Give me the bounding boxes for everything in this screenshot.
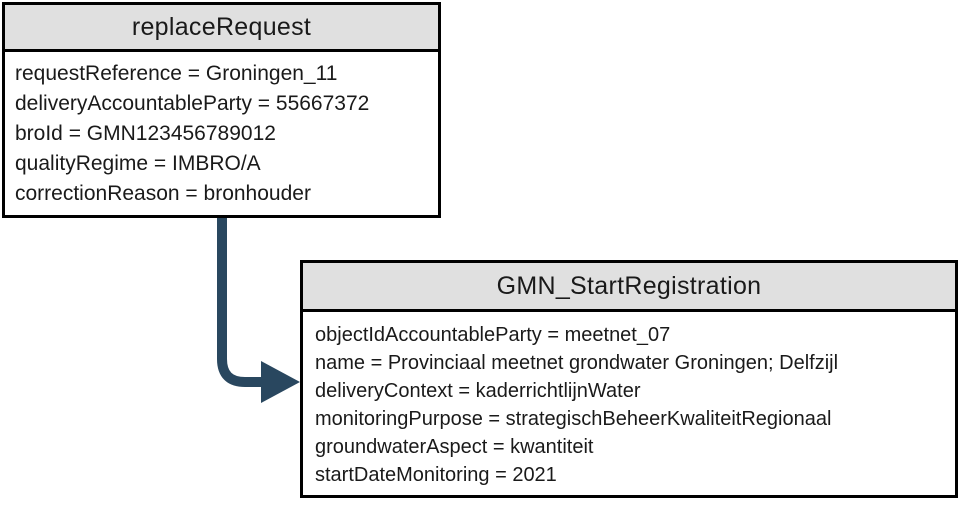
field-monitoring-purpose: monitoringPurpose = strategischBeheerKwa…: [315, 408, 832, 430]
replace-request-title: replaceRequest: [5, 5, 438, 52]
field-correction-reason: correctionReason = bronhouder: [15, 182, 311, 205]
field-delivery-accountable-party: deliveryAccountableParty = 55667372: [15, 92, 370, 115]
field-groundwater-aspect: groundwaterAspect = kwantiteit: [315, 436, 594, 458]
replace-request-box: replaceRequest requestReference = Gronin…: [2, 2, 441, 218]
field-start-date-monitoring: startDateMonitoring = 2021: [315, 464, 557, 486]
gmn-start-registration-title: GMN_StartRegistration: [303, 263, 955, 312]
gmn-start-registration-fields: objectIdAccountableParty = meetnet_07 na…: [303, 312, 955, 498]
replace-request-fields: requestReference = Groningen_11 delivery…: [5, 52, 438, 216]
field-request-reference: requestReference = Groningen_11: [15, 62, 338, 85]
gmn-start-registration-box: GMN_StartRegistration objectIdAccountabl…: [300, 260, 958, 498]
field-quality-regime: qualityRegime = IMBRO/A: [15, 152, 261, 175]
arrow-head-icon: [261, 361, 300, 403]
arrow-elbow-line: [217, 218, 264, 387]
field-delivery-context: deliveryContext = kaderrichtlijnWater: [315, 380, 641, 402]
field-bro-id: broId = GMN123456789012: [15, 122, 276, 145]
field-name: name = Provinciaal meetnet grondwater Gr…: [315, 352, 839, 374]
field-object-id-accountable-party: objectIdAccountableParty = meetnet_07: [315, 324, 671, 346]
